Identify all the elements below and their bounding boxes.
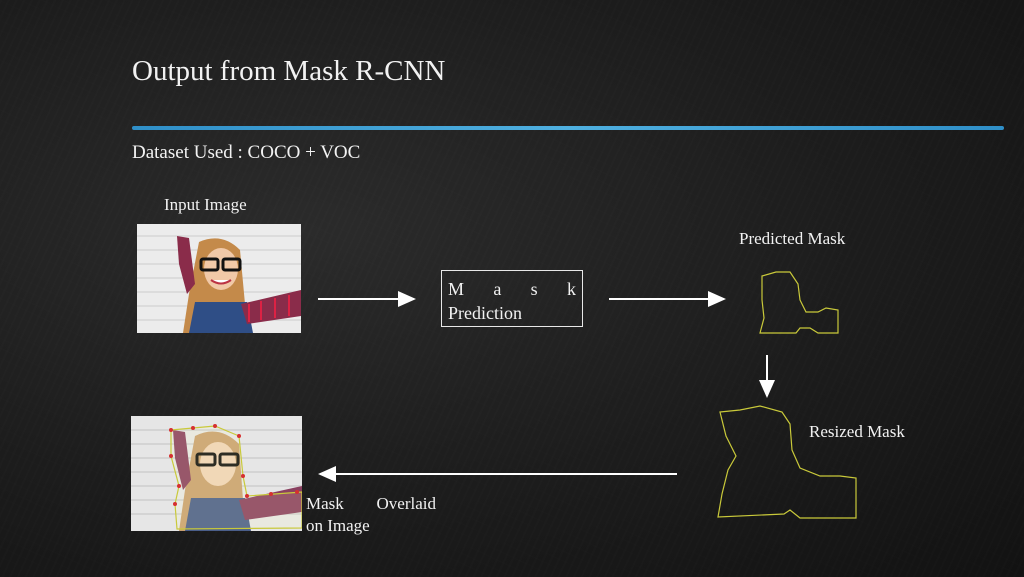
mask-letter-k: k bbox=[566, 279, 576, 299]
mask-prediction-line1: M a s k bbox=[448, 277, 576, 301]
mask-letter-m: M bbox=[448, 279, 465, 299]
overlay-image bbox=[131, 416, 302, 531]
dataset-text: Dataset Used : COCO + VOC bbox=[132, 142, 361, 163]
mask-prediction-box: M a s k Prediction bbox=[441, 270, 583, 327]
overlay-caption-word1: Mask bbox=[306, 494, 344, 513]
predicted-mask-outline bbox=[759, 271, 839, 334]
overlay-caption: Mask Overlaid on Image bbox=[306, 493, 436, 537]
overlay-caption-line2: on Image bbox=[306, 516, 370, 535]
overlay-caption-word2: Overlaid bbox=[376, 494, 436, 513]
resized-mask-label: Resized Mask bbox=[809, 422, 905, 441]
predicted-mask-label: Predicted Mask bbox=[739, 229, 846, 248]
mask-letter-s: s bbox=[530, 279, 538, 299]
mask-letter-a: a bbox=[493, 279, 502, 299]
mask-prediction-line2: Prediction bbox=[448, 303, 522, 323]
title-underline bbox=[132, 126, 1004, 130]
input-image-label: Input Image bbox=[164, 195, 247, 214]
slide-title: Output from Mask R-CNN bbox=[132, 55, 446, 87]
resized-mask-outline bbox=[717, 405, 857, 519]
input-image bbox=[137, 224, 301, 333]
